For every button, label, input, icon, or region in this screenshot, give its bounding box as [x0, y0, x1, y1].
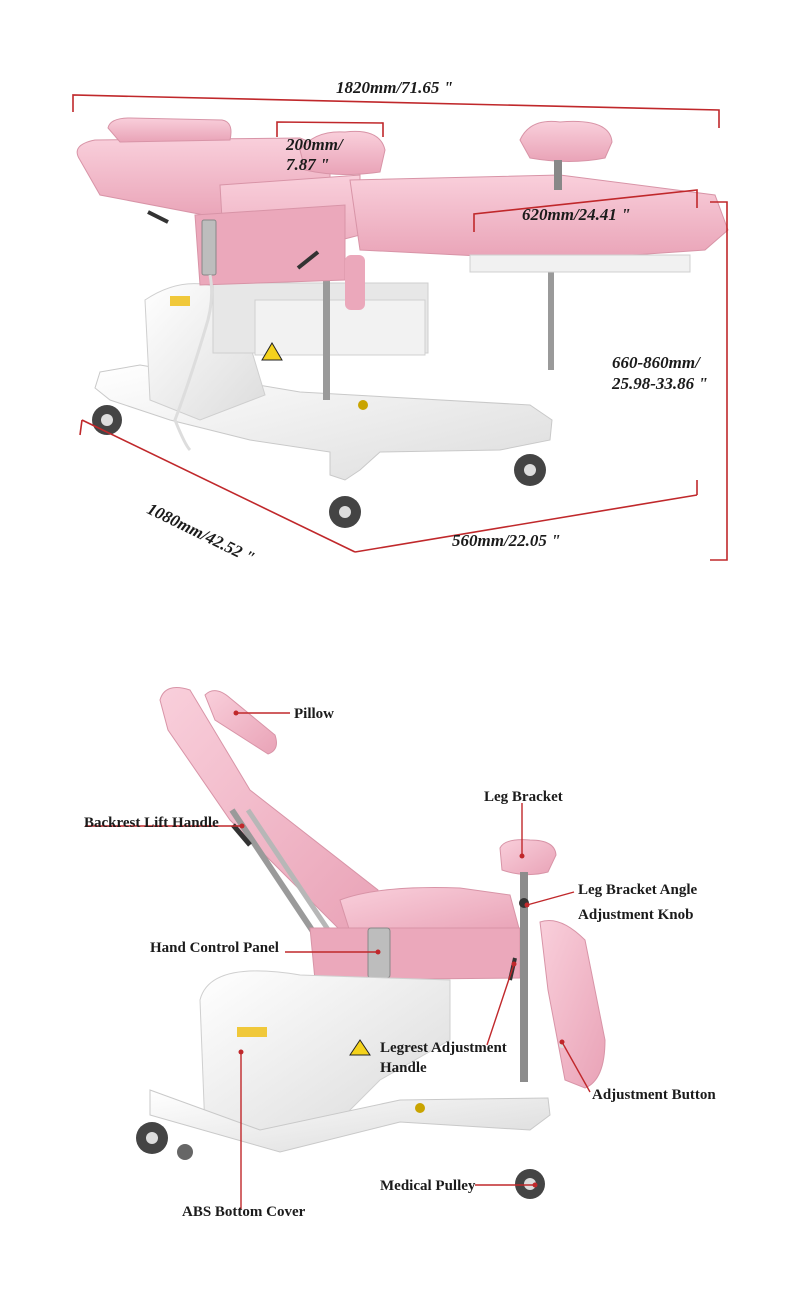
medical-pulley	[136, 1122, 545, 1199]
total-length-label: 1820mm/71.65 "	[336, 78, 454, 97]
leg-bracket-width-label-line2: 7.87 "	[286, 155, 330, 174]
leg-bracket-pole	[323, 185, 330, 400]
dimension-view: 1820mm/71.65 " 200mm/ 7.87 " 620mm/24.41…	[0, 0, 800, 600]
abs-bottom-cover-label: ABS Bottom Cover	[182, 1204, 306, 1220]
backrest-lift-handle-label: Backrest Lift Handle	[84, 815, 219, 831]
legrest-adjustment-label-line2: Handle	[380, 1060, 427, 1076]
base-frame	[149, 1089, 551, 1153]
backrest	[159, 687, 379, 931]
hand-control-panel	[201, 219, 217, 276]
chair-dimension-illustration	[72, 94, 729, 561]
chair-base	[94, 282, 553, 481]
adjustment-button-label: Adjustment Button	[592, 1087, 716, 1103]
leg-bracket-angle-label-line1: Leg Bracket Angle	[578, 882, 698, 898]
callout-dots	[233, 710, 565, 1188]
seat-base	[309, 927, 521, 981]
leg-bracket-pad	[499, 839, 557, 876]
abs-cover	[199, 970, 451, 1141]
parts-view: Pillow Leg Bracket Backrest Lift Handle …	[0, 660, 800, 1300]
callout-lines	[85, 712, 591, 1209]
pillow-label: Pillow	[294, 706, 334, 722]
height-label-line2: 25.98-33.86 "	[612, 374, 708, 393]
seat-cushion	[339, 887, 521, 933]
legrest-adjustment-label-line1: Legrest Adjustment	[380, 1040, 507, 1056]
leg-bracket-width-label-line1: 200mm/	[286, 135, 343, 154]
base-width-label: 560mm/22.05 "	[452, 531, 561, 550]
hand-control-panel-label: Hand Control Panel	[150, 940, 279, 956]
caster-wheels	[92, 405, 546, 528]
dimension-lines	[72, 94, 728, 561]
height-label-line1: 660-860mm/	[612, 353, 700, 372]
legrest-handle	[296, 250, 320, 270]
backrest-handle	[147, 210, 169, 224]
medical-pulley-label: Medical Pulley	[380, 1178, 476, 1194]
seat-width-label: 620mm/24.41 "	[522, 205, 631, 224]
upholstery	[76, 117, 729, 310]
leg-bracket-angle-label-line2: Adjustment Knob	[578, 907, 694, 923]
support-pole	[548, 255, 554, 370]
legrest	[539, 920, 606, 1089]
leg-bracket-pole	[520, 872, 528, 1082]
chair-side-illustration	[85, 687, 606, 1209]
leg-bracket-label: Leg Bracket	[484, 789, 563, 805]
